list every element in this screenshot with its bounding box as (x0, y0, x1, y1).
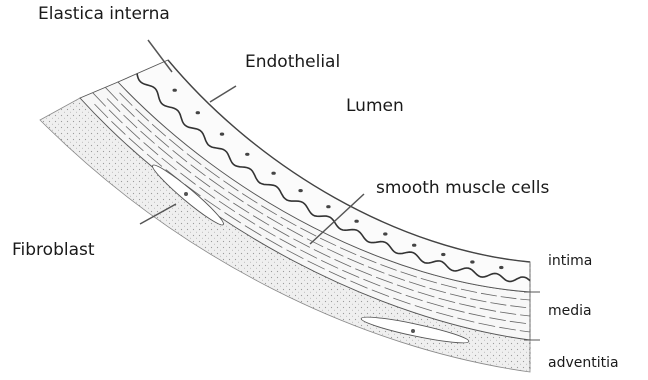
endothelial-nucleus (271, 172, 275, 175)
endothelial-nucleus (326, 205, 330, 208)
endothelial-nucleus (220, 133, 224, 136)
endothelial-nucleus (298, 189, 302, 192)
label-intima: intima (548, 254, 592, 268)
endothelial-nucleus (499, 266, 503, 269)
endothelial-nucleus (245, 153, 249, 156)
label-fibroblast: Fibroblast (12, 242, 95, 259)
label-media: media (548, 304, 592, 318)
fibroblast-nucleus (184, 192, 188, 196)
label-adventitia: adventitia (548, 356, 619, 370)
fibroblast-nucleus-2 (411, 329, 415, 333)
label-elastica-interna: Elastica interna (38, 6, 170, 23)
label-smooth-muscle-cells: smooth muscle cells (376, 180, 549, 197)
endothelial-nucleus (354, 220, 358, 223)
endothelial-nucleus (383, 232, 387, 235)
endothelial-nucleus (441, 253, 445, 256)
label-lumen: Lumen (346, 98, 404, 115)
endothelial-nucleus (173, 89, 177, 92)
endothelial-nucleus (470, 260, 474, 263)
endothelial-nucleus (412, 244, 416, 247)
endothelial-leader (210, 86, 236, 102)
label-endothelial: Endothelial (245, 54, 340, 71)
endothelial-nucleus (196, 111, 200, 114)
